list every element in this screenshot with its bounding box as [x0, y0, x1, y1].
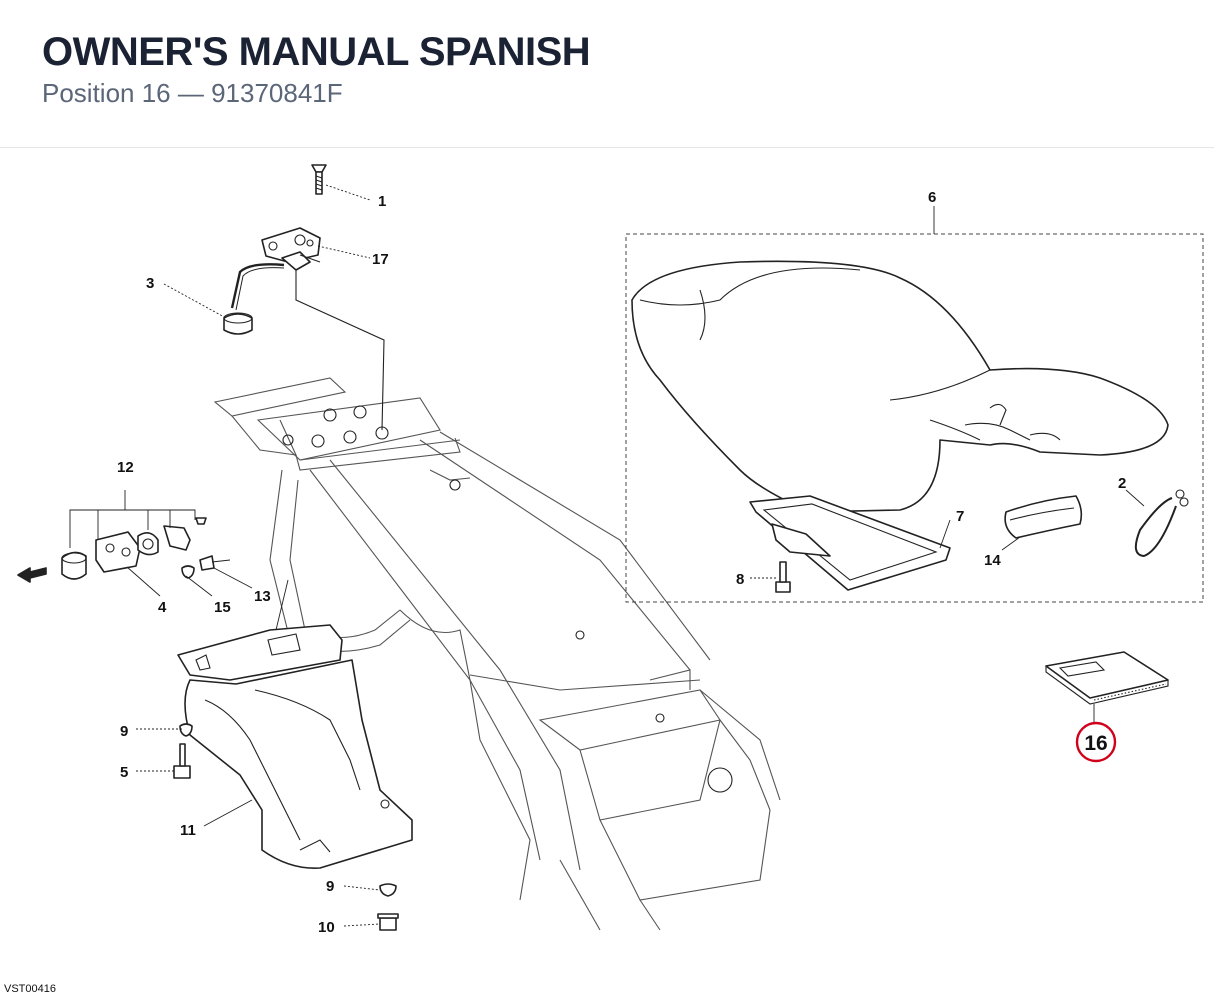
callout-17: 17 — [372, 251, 389, 268]
callout-3: 3 — [146, 275, 154, 292]
page-header: OWNER'S MANUAL SPANISH Position 16 — 913… — [0, 0, 1214, 148]
callout-12: 12 — [117, 459, 134, 476]
parts-diagram-svg: 1 17 3 6 2 7 8 14 12 4 15 13 9 5 11 9 10… — [17, 164, 1204, 936]
helmet-cable-2 — [1134, 489, 1189, 558]
callout-11: 11 — [180, 822, 196, 839]
screw-1 — [311, 164, 327, 195]
callouts: 1 17 3 6 2 7 8 14 12 4 15 13 9 5 11 9 10 — [117, 189, 1126, 936]
callout-4: 4 — [158, 599, 167, 616]
bolt-8 — [775, 561, 791, 593]
owners-manual-16 — [1045, 651, 1169, 705]
callout-10: 10 — [318, 919, 335, 936]
callout-9-upper: 9 — [120, 723, 128, 740]
callout-8: 8 — [736, 571, 744, 588]
seat-cushion — [631, 260, 1169, 513]
callout-13: 13 — [254, 588, 271, 605]
highlight-ring — [1075, 721, 1117, 763]
parts-diagram: 1 17 3 6 2 7 8 14 12 4 15 13 9 5 11 9 10… — [0, 148, 1214, 1003]
undertray-11 — [177, 624, 413, 869]
callout-15: 15 — [214, 599, 231, 616]
callout-16-highlight: 16 — [1075, 721, 1117, 763]
callout-5: 5 — [120, 764, 128, 781]
lock-assembly-12 — [17, 490, 231, 583]
callout-9-lower: 9 — [326, 878, 334, 895]
callout-2: 2 — [1118, 475, 1126, 492]
callout-6: 6 — [928, 189, 936, 206]
callout-14: 14 — [984, 552, 1001, 569]
callout-16: 16 — [1084, 732, 1107, 755]
callout-7: 7 — [956, 508, 964, 525]
callout-1: 1 — [378, 193, 386, 210]
pad-14 — [1004, 495, 1083, 539]
leader-lines — [126, 184, 1145, 927]
seat-latch-17 — [261, 227, 321, 271]
page-title: OWNER'S MANUAL SPANISH — [42, 30, 591, 74]
drawing-code: VST00416 — [4, 983, 56, 995]
release-cable-3 — [223, 263, 385, 431]
seat-kit-group-6 — [625, 233, 1204, 603]
seat-base-7 — [749, 495, 951, 591]
page-subtitle: Position 16 — 91370841F — [42, 78, 343, 108]
fasteners-lower — [173, 723, 399, 931]
